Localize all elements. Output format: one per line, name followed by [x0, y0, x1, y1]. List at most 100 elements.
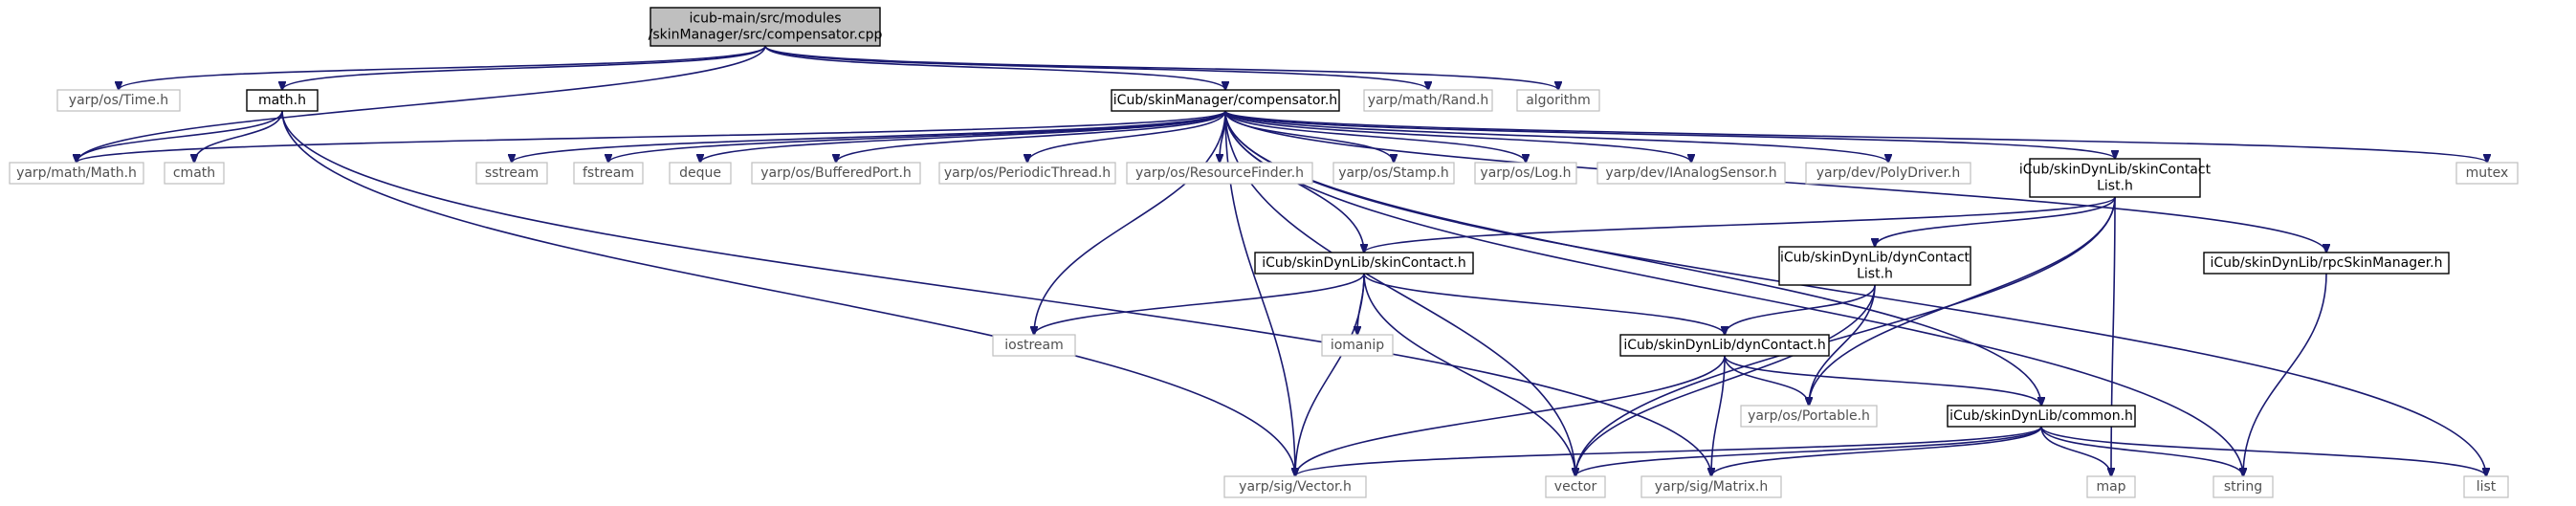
edge-root-to-comp: [764, 45, 1225, 90]
edge-dyncontact-to-common: [1724, 355, 2041, 406]
node-label: iCub/skinDynLib/skinContact: [2019, 163, 2212, 178]
node-list: list: [2463, 475, 2509, 498]
node-label: iostream: [1004, 338, 1064, 353]
node-label: iCub/skinDynLib/rpcSkinManager.h: [2210, 255, 2442, 271]
node-box: [1254, 252, 1474, 275]
node-skincontact[interactable]: iCub/skinDynLib/skinContact.h: [1254, 252, 1474, 275]
node-label: List.h: [2097, 179, 2133, 194]
node-box: [2455, 162, 2519, 185]
edge-comp-to-polydriver: [1224, 110, 1888, 163]
edge-rpc-to-string: [2243, 273, 2327, 476]
node-iomanip: iomanip: [1321, 334, 1394, 357]
node-label: yarp/dev/IAnalogSensor.h: [1605, 165, 1776, 181]
edge-common-to-vector_h: [1295, 426, 2042, 476]
edge-common-to-map: [2040, 426, 2111, 476]
node-vector_h: yarp/sig/Vector.h: [1223, 475, 1367, 498]
node-polydriver: yarp/dev/PolyDriver.h: [1805, 162, 1971, 185]
edge-common-to-matrix: [1711, 426, 2042, 476]
node-label: map: [2096, 479, 2125, 495]
node-label: yarp/os/Stamp.h: [1338, 165, 1449, 181]
node-box: [1805, 162, 1971, 185]
node-label: /skinManager/src/compensator.cpp: [649, 28, 883, 43]
edge-dyncontact-to-vector_h: [1295, 355, 1726, 476]
node-box: [2213, 475, 2274, 498]
node-label: mutex: [2466, 165, 2509, 181]
node-string: string: [2213, 475, 2274, 498]
edge-comp-to-log: [1224, 110, 1526, 163]
node-common[interactable]: iCub/skinDynLib/common.h: [1947, 405, 2136, 428]
edge-skincontact-to-vector: [1363, 273, 1575, 476]
edge-mathh-to-cmath: [194, 110, 283, 163]
node-box: [1321, 334, 1394, 357]
node-label: iCub/skinDynLib/common.h: [1949, 408, 2133, 424]
edge-comp-to-ymath: [77, 110, 1226, 163]
edge-dyncontact-to-portable: [1724, 355, 1809, 406]
node-label: yarp/sig/Matrix.h: [1655, 479, 1768, 495]
node-box: [1332, 162, 1455, 185]
node-box: [573, 162, 644, 185]
edge-comp-to-deque: [700, 110, 1226, 163]
node-box: [992, 334, 1076, 357]
node-matrix: yarp/sig/Matrix.h: [1640, 475, 1782, 498]
node-label: iCub/skinManager/compensator.h: [1113, 93, 1337, 108]
node-box: [1947, 405, 2136, 428]
edge-dyncontact-to-matrix: [1711, 355, 1726, 476]
node-rpc[interactable]: iCub/skinDynLib/rpcSkinManager.h: [2203, 252, 2450, 275]
node-box: [1363, 89, 1493, 112]
edge-root-to-mathh: [282, 45, 766, 90]
node-box: [1223, 475, 1367, 498]
node-label: string: [2224, 479, 2262, 495]
node-label: yarp/os/BufferedPort.h: [760, 165, 912, 181]
node-mathh[interactable]: math.h: [246, 89, 319, 112]
node-box: [1474, 162, 1577, 185]
node-box: [1596, 162, 1786, 185]
node-box: [2086, 475, 2136, 498]
node-label: icub-main/src/modules: [689, 11, 841, 27]
node-box: [1740, 405, 1878, 428]
node-dyncontact[interactable]: iCub/skinDynLib/dynContact.h: [1619, 334, 1830, 357]
edge-dclist-to-dyncontact: [1725, 284, 1876, 335]
node-label: algorithm: [1526, 93, 1591, 108]
edge-dclist-to-vector: [1575, 284, 1876, 476]
edge-comp-to-pthread: [1027, 110, 1226, 163]
node-label: iCub/skinDynLib/dynContact.h: [1623, 338, 1825, 353]
node-label: yarp/sig/Vector.h: [1239, 479, 1352, 495]
node-box: [2463, 475, 2509, 498]
edge-common-to-list: [2040, 426, 2486, 476]
node-box: [938, 162, 1116, 185]
node-label: List.h: [1857, 267, 1893, 282]
edge-dclist-to-portable: [1809, 284, 1876, 406]
node-label: yarp/os/ResourceFinder.h: [1135, 165, 1304, 181]
edge-comp-to-sclist: [1224, 110, 2115, 159]
node-deque: deque: [669, 162, 732, 185]
node-label: yarp/os/PeriodicThread.h: [944, 165, 1111, 181]
node-label: iCub/skinDynLib/dynContact: [1780, 251, 1971, 266]
edge-comp-to-bport: [836, 110, 1226, 163]
node-stamp: yarp/os/Stamp.h: [1332, 162, 1455, 185]
node-box: [1111, 89, 1340, 112]
node-sstream: sstream: [475, 162, 548, 185]
node-label: yarp/math/Math.h: [16, 165, 137, 181]
node-box: [1126, 162, 1313, 185]
edge-comp-to-ianalog: [1224, 110, 1691, 163]
node-mutex: mutex: [2455, 162, 2519, 185]
node-box: [164, 162, 225, 185]
edge-sclist-to-vector: [1575, 196, 2116, 476]
edge-common-to-vector: [1575, 426, 2042, 476]
node-label: yarp/os/Time.h: [69, 93, 168, 108]
edge-skincontact-to-iostream: [1034, 273, 1365, 335]
node-root[interactable]: icub-main/src/modules/skinManager/src/co…: [649, 7, 883, 47]
node-comp[interactable]: iCub/skinManager/compensator.h: [1111, 89, 1340, 112]
edge-skincontact-to-dyncontact: [1363, 273, 1725, 335]
edge-root-to-algorithm: [764, 45, 1558, 90]
edge-sclist-to-map: [2111, 196, 2116, 476]
node-ianalog: yarp/dev/IAnalogSensor.h: [1596, 162, 1786, 185]
node-box: [2029, 158, 2201, 198]
nodes-layer: icub-main/src/modules/skinManager/src/co…: [9, 7, 2519, 498]
node-iostream: iostream: [992, 334, 1076, 357]
edge-root-to-ymath: [77, 45, 766, 163]
node-rand: yarp/math/Rand.h: [1363, 89, 1493, 112]
edge-skincontact-to-vector_h: [1295, 273, 1365, 476]
